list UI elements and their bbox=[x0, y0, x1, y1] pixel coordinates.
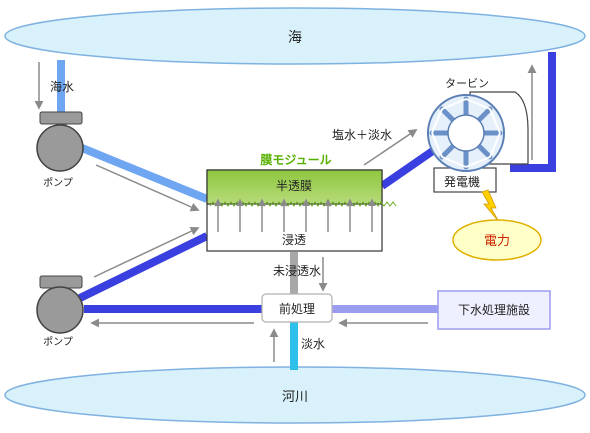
pump-bottom bbox=[36, 275, 84, 334]
return-pipe-to-sea bbox=[510, 52, 556, 172]
membrane-module-label: 膜モジュール bbox=[260, 152, 331, 167]
sewage-plant-box bbox=[437, 290, 551, 330]
turbine-label: タービン bbox=[445, 77, 489, 90]
mixed-pipe-to-turbine bbox=[379, 144, 440, 190]
seawater-label: 海水 bbox=[50, 79, 74, 94]
fresh-water-label: 淡水 bbox=[301, 337, 325, 351]
module-to-turbine-arrow bbox=[363, 128, 418, 166]
pump-top-label: ポンプ bbox=[43, 177, 73, 189]
pump-bottom-label: ポンプ bbox=[43, 336, 73, 348]
pump-top bbox=[36, 111, 84, 172]
sea-ellipse bbox=[4, 7, 586, 65]
seawater-to-module-arrow bbox=[95, 164, 200, 212]
power-ellipse bbox=[452, 219, 542, 261]
sea-label: 海 bbox=[288, 30, 302, 46]
turbine-generator bbox=[427, 91, 529, 193]
river-label: 河川 bbox=[282, 390, 308, 405]
osmosis-label: 浸透 bbox=[282, 233, 306, 247]
lightning-icon bbox=[481, 189, 500, 223]
salt-fresh-water-label: 塩水＋淡水 bbox=[332, 127, 392, 142]
bottom-pump-to-module-arrow bbox=[93, 226, 200, 278]
non-permeate-water-label: 未浸透水 bbox=[273, 264, 321, 278]
generator-label: 発電機 bbox=[444, 174, 480, 189]
membrane-module bbox=[206, 169, 397, 252]
semipermeable-membrane-label: 半透膜 bbox=[276, 179, 312, 193]
turbine-icon bbox=[427, 94, 505, 172]
seawater-pipe-diagonal bbox=[80, 144, 209, 203]
power-label: 電力 bbox=[484, 234, 510, 249]
pretreatment-label: 前処理 bbox=[279, 301, 315, 316]
pretreatment-box bbox=[261, 293, 333, 323]
mixed-pipe-from-bottom-pump bbox=[78, 232, 209, 302]
sewage-plant-label: 下水処理施設 bbox=[458, 302, 530, 317]
